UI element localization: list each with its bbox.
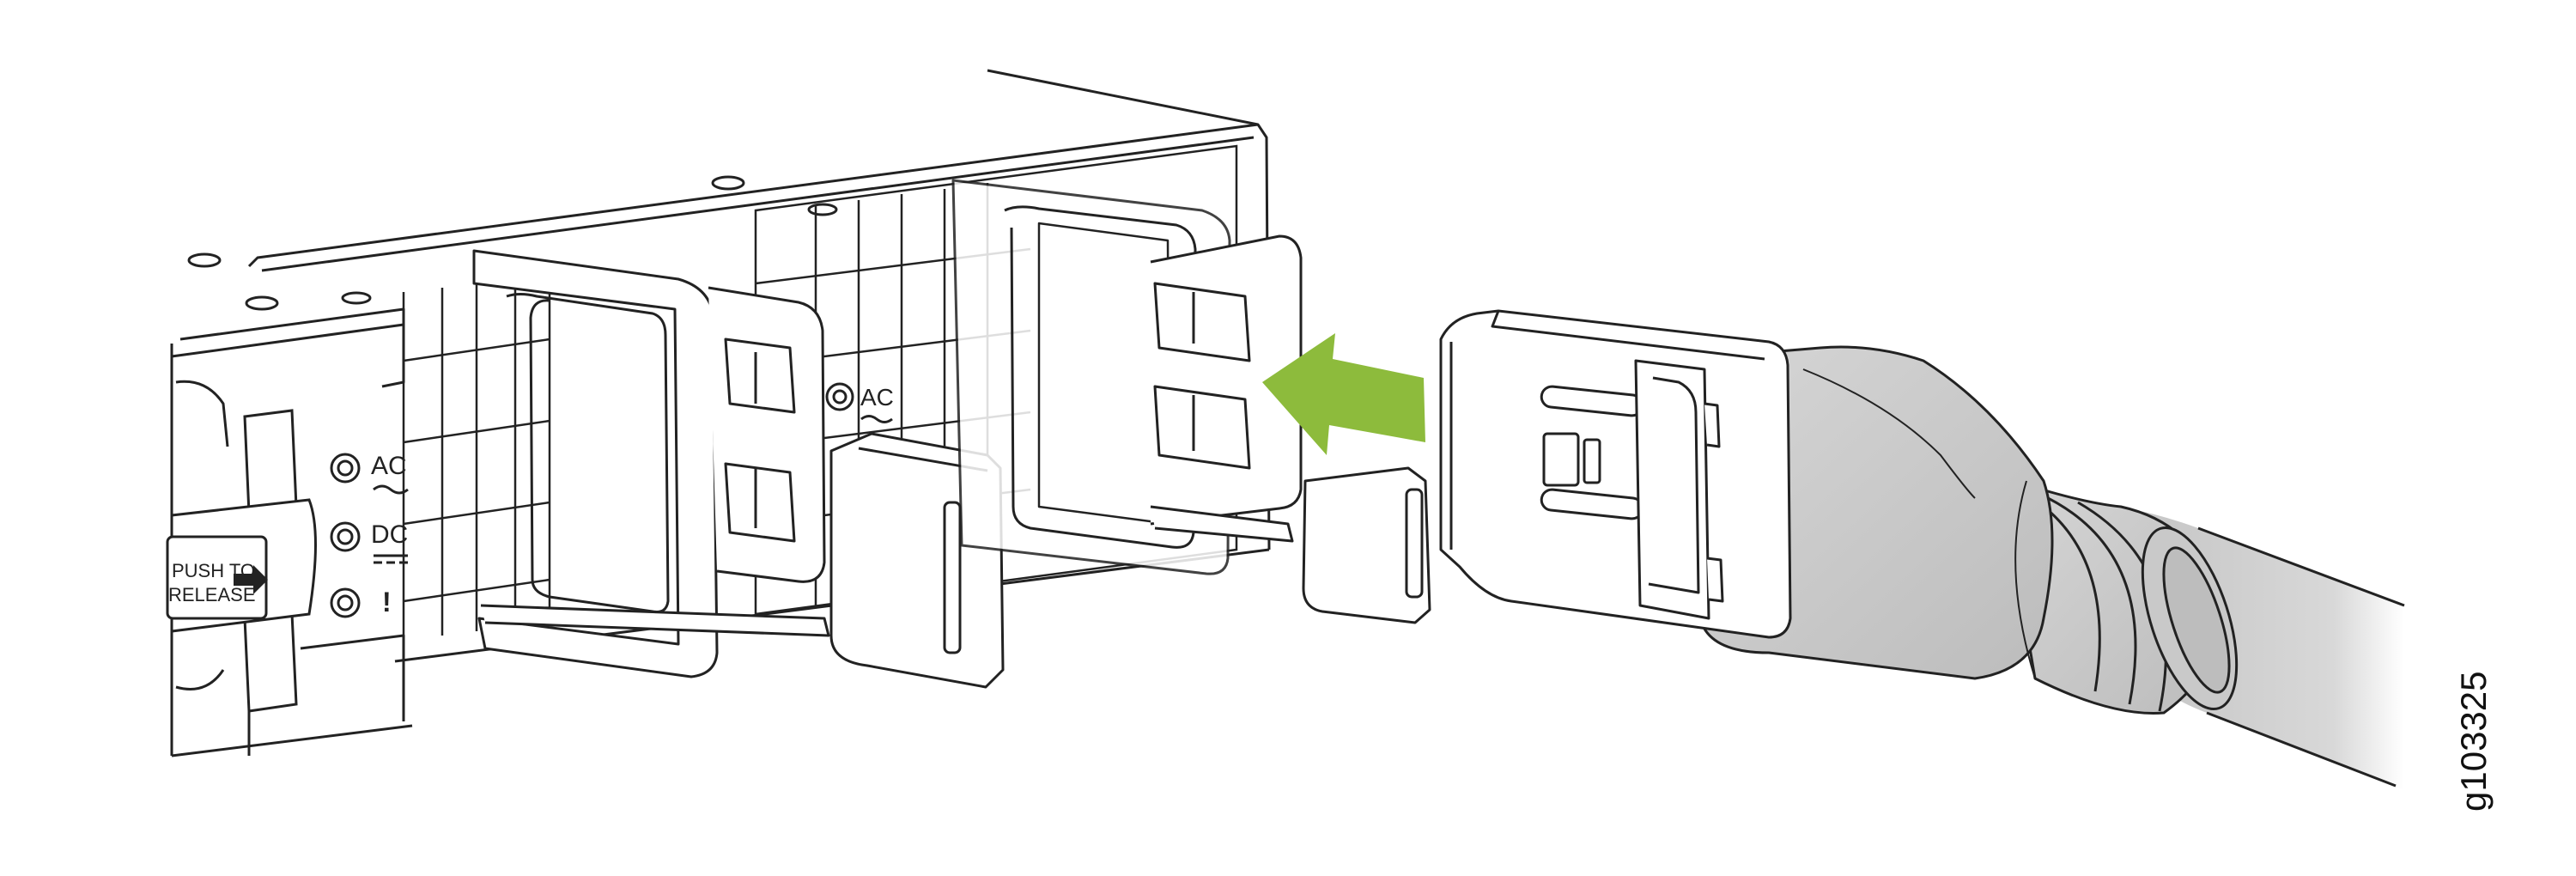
left-arrow-icon bbox=[1262, 333, 1425, 455]
left-cord-retainer[interactable] bbox=[472, 249, 830, 678]
right-plug-clip bbox=[1302, 466, 1431, 624]
figure-id: g103325 bbox=[2453, 671, 2494, 812]
right-cord-retainer[interactable] bbox=[951, 179, 1303, 575]
ac-label: AC bbox=[371, 452, 407, 480]
right-arrow-icon bbox=[234, 565, 268, 594]
right-psu-led: AC bbox=[825, 382, 894, 423]
release-latch[interactable] bbox=[166, 409, 317, 713]
dc-lines-icon bbox=[374, 554, 408, 564]
ac-label-right: AC bbox=[860, 384, 894, 411]
vent-grille-left bbox=[402, 275, 551, 640]
power-cord-plug[interactable] bbox=[1439, 309, 2405, 790]
release-label: RELEASE bbox=[168, 584, 256, 605]
tilde-icon bbox=[373, 484, 409, 495]
left-psu: PUSH TO RELEASE AC DC ! bbox=[166, 409, 409, 713]
status-leds bbox=[330, 453, 361, 618]
fault-label: ! bbox=[382, 587, 392, 617]
dc-label: DC bbox=[371, 520, 408, 549]
